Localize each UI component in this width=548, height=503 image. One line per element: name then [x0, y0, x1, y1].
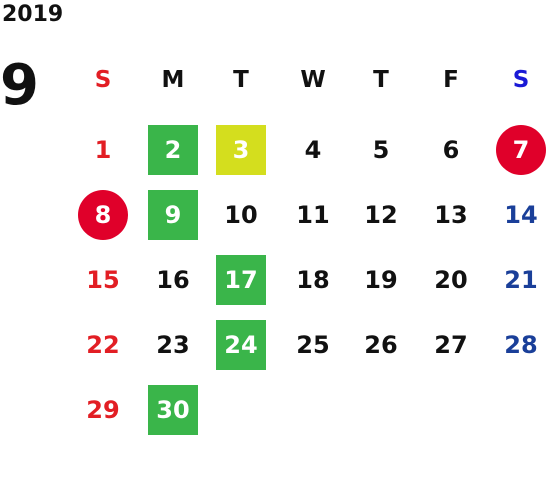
- weekday-header: F: [443, 67, 459, 93]
- day-cell[interactable]: 27: [434, 331, 468, 359]
- day-cell[interactable]: 1: [94, 136, 112, 164]
- day-cell-green[interactable]: 2: [148, 125, 198, 175]
- weekday-header: T: [233, 67, 249, 93]
- day-cell[interactable]: 26: [364, 331, 398, 359]
- day-cell[interactable]: 21: [504, 266, 538, 294]
- weekday-header: S: [512, 67, 530, 93]
- day-cell[interactable]: 15: [86, 266, 120, 294]
- day-cell[interactable]: 29: [86, 396, 120, 424]
- day-cell[interactable]: 25: [296, 331, 330, 359]
- day-cell-green[interactable]: 9: [148, 190, 198, 240]
- day-cell[interactable]: 11: [296, 201, 330, 229]
- day-cell[interactable]: 13: [434, 201, 468, 229]
- day-cell-holiday[interactable]: 8: [78, 190, 128, 240]
- month-number: 9: [0, 53, 39, 118]
- weekday-header: W: [300, 67, 326, 93]
- day-cell[interactable]: 5: [372, 136, 390, 164]
- weekday-header: T: [373, 67, 389, 93]
- day-cell[interactable]: 16: [156, 266, 190, 294]
- day-cell[interactable]: 28: [504, 331, 538, 359]
- day-cell[interactable]: 18: [296, 266, 330, 294]
- day-cell-green[interactable]: 24: [216, 320, 266, 370]
- day-cell[interactable]: 23: [156, 331, 190, 359]
- day-cell[interactable]: 22: [86, 331, 120, 359]
- year-label: 2019: [2, 2, 64, 27]
- day-cell[interactable]: 19: [364, 266, 398, 294]
- day-cell[interactable]: 4: [304, 136, 322, 164]
- weekday-header: S: [94, 67, 112, 93]
- day-cell[interactable]: 20: [434, 266, 468, 294]
- day-cell-holiday[interactable]: 7: [496, 125, 546, 175]
- day-cell[interactable]: 10: [224, 201, 258, 229]
- day-cell-yellow[interactable]: 3: [216, 125, 266, 175]
- day-cell[interactable]: 6: [442, 136, 460, 164]
- day-cell[interactable]: 14: [504, 201, 538, 229]
- day-cell-green[interactable]: 17: [216, 255, 266, 305]
- weekday-header: M: [161, 67, 185, 93]
- day-cell[interactable]: 12: [364, 201, 398, 229]
- day-cell-green[interactable]: 30: [148, 385, 198, 435]
